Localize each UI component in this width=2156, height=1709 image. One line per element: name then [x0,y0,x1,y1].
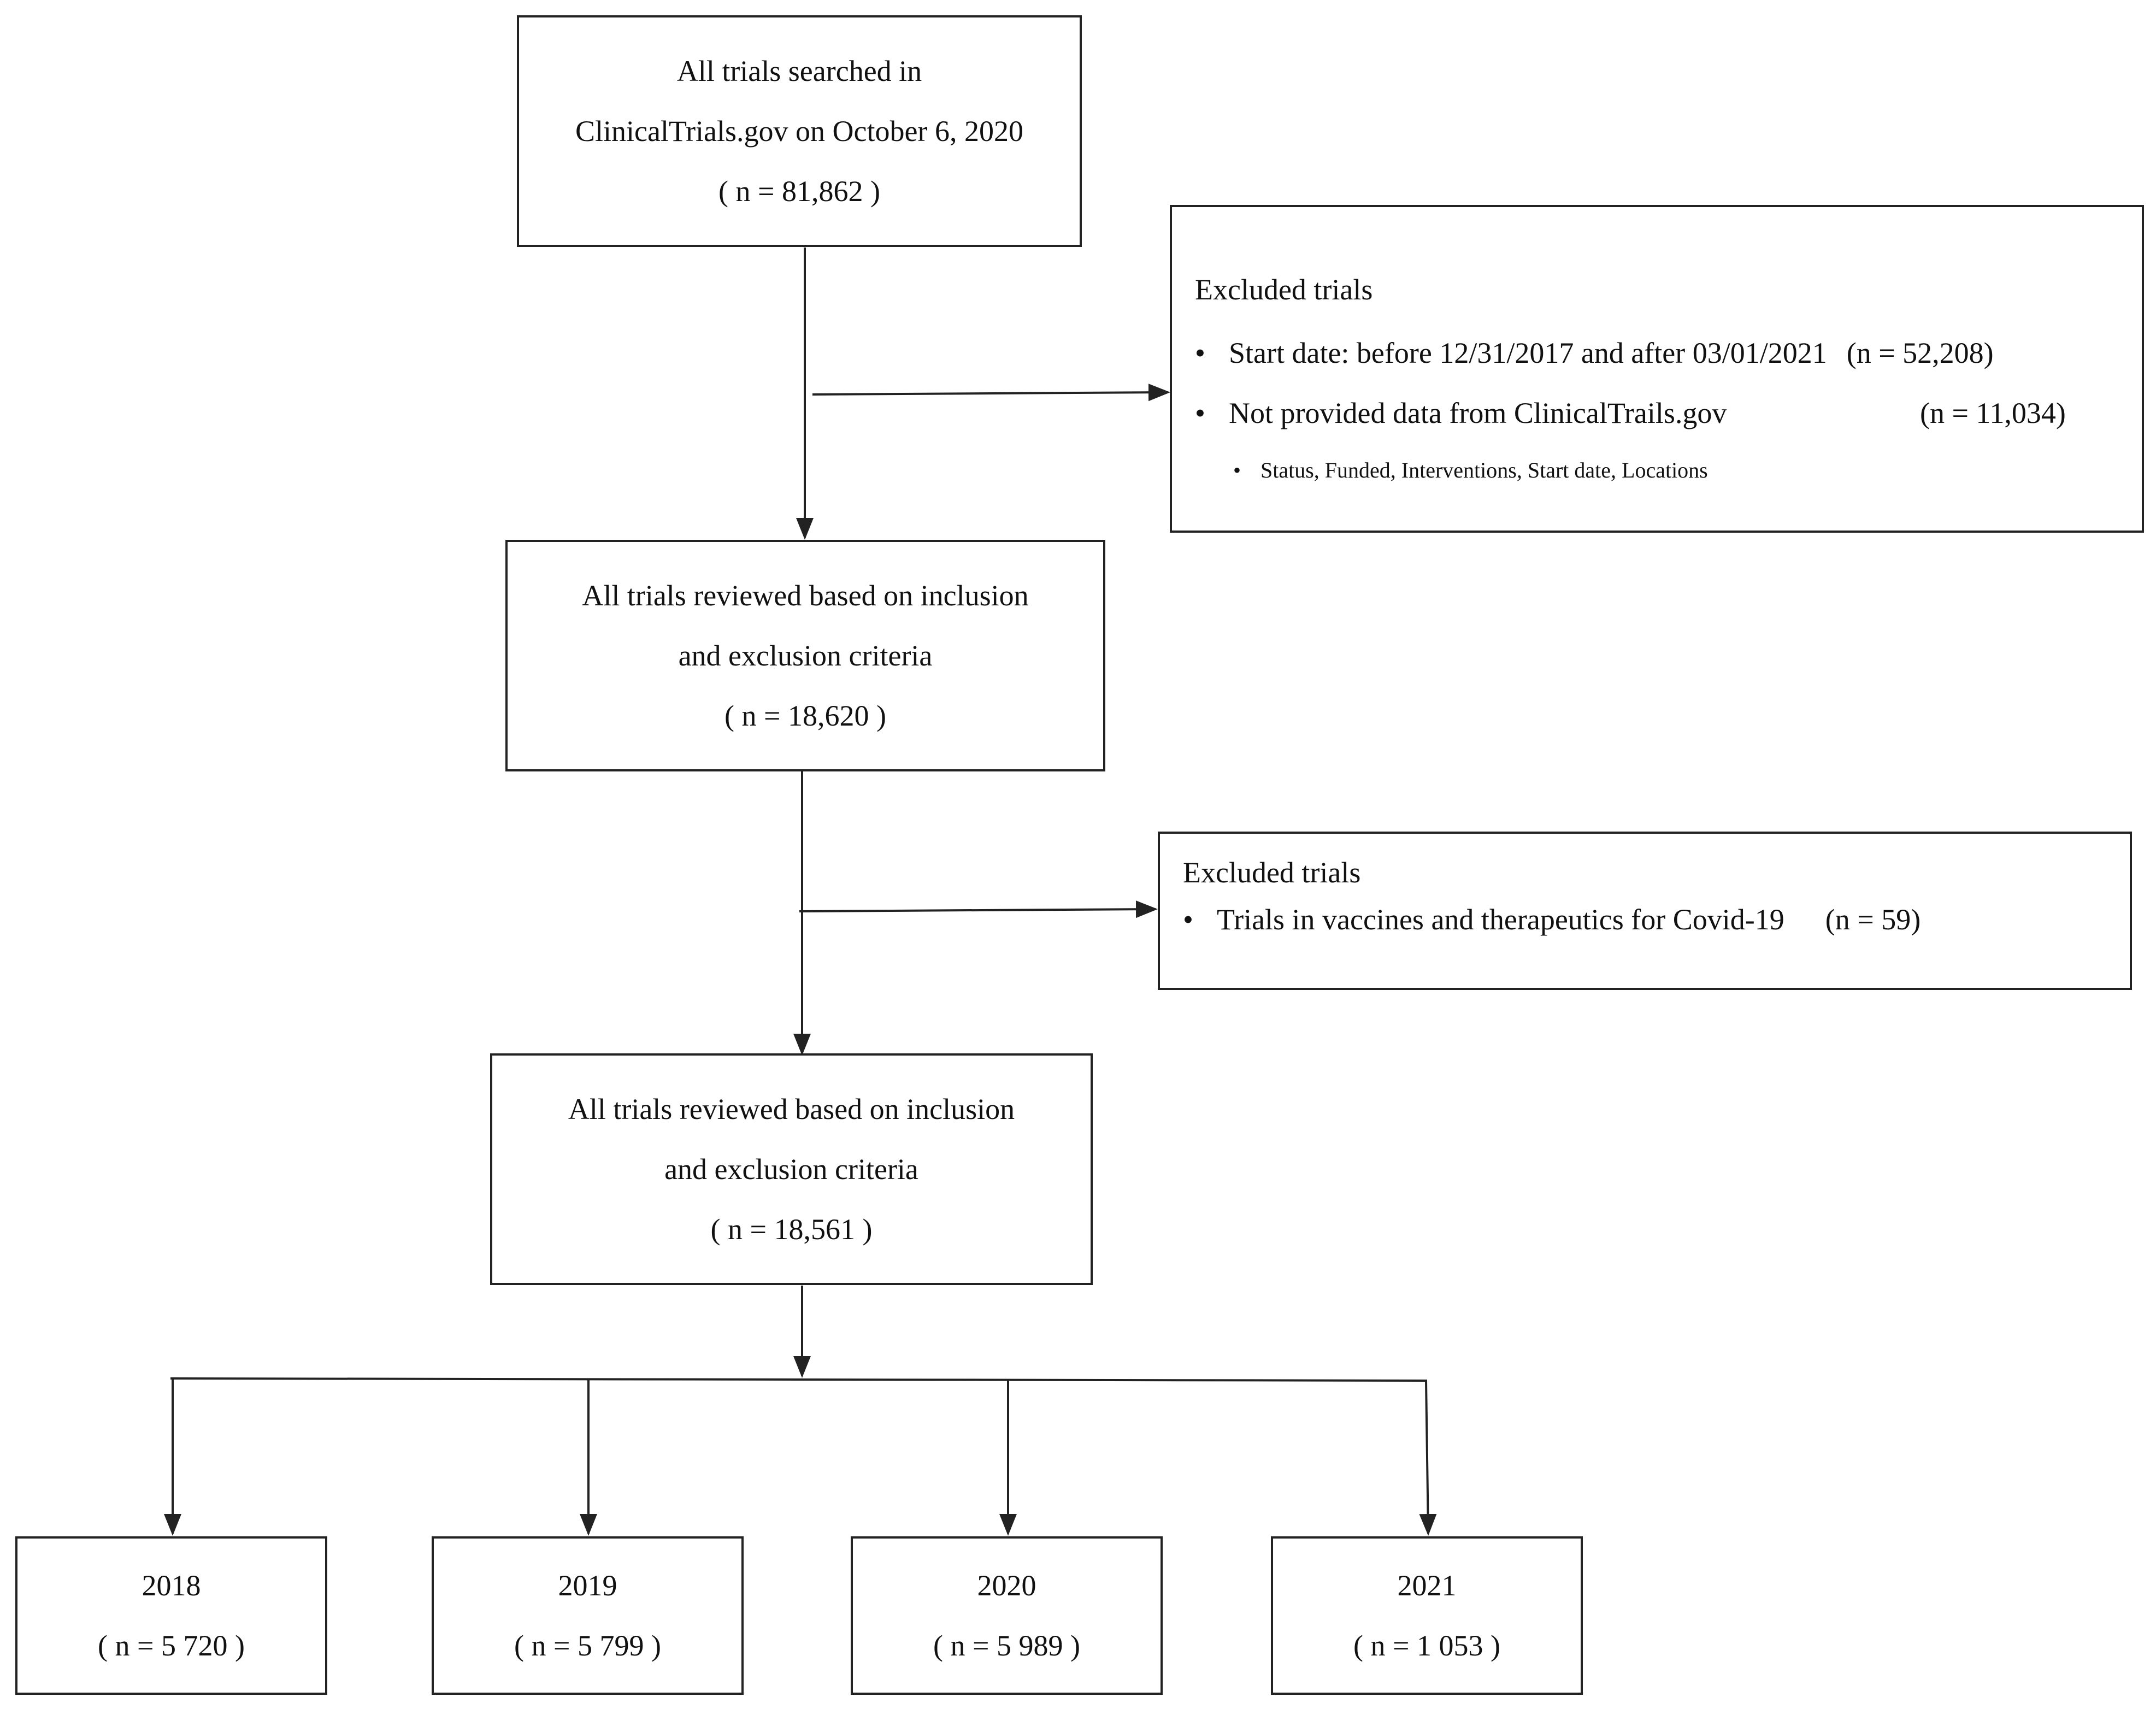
exclusion-1-sub-item-text: Status, Funded, Interventions, Start dat… [1260,458,1708,482]
year-label: 2018 [142,1569,201,1602]
search-box-line2: ClinicalTrials.gov on October 6, 2020 [575,115,1023,148]
search-box-line1: All trials searched in [676,55,922,87]
exclusion-1-item: • Start date: before 12/31/2017 and afte… [1195,323,2142,383]
exclusion-1-item-count: (n = 52,208) [1846,337,1994,369]
bullet-icon: • [1195,337,1205,369]
bullet-icon: • [1233,458,1241,482]
review-box-1: All trials reviewed based on inclusion a… [505,540,1105,771]
exclusion-1-item-text: Not provided data from ClinicalTrails.go… [1229,397,1727,429]
review-box-1-line1: All trials reviewed based on inclusion [582,579,1029,612]
exclusion-box-1: Excluded trials • Start date: before 12/… [1170,205,2144,533]
review-box-1-line2: and exclusion criteria [678,639,933,672]
exclusion-1-item-count: (n = 11,034) [1920,397,2066,429]
year-count: ( n = 5 799 ) [514,1629,661,1662]
year-label: 2019 [558,1569,617,1602]
year-box-2021: 2021 ( n = 1 053 ) [1271,1536,1583,1695]
year-box-2019: 2019 ( n = 5 799 ) [432,1536,744,1695]
year-count: ( n = 5 720 ) [98,1629,245,1662]
exclusion-2-item: • Trials in vaccines and therapeutics fo… [1183,889,2130,950]
year-count: ( n = 1 053 ) [1353,1629,1500,1662]
exclusion-2-title: Excluded trials [1183,856,1361,889]
review-box-2-line2: and exclusion criteria [664,1153,918,1186]
year-count: ( n = 5 989 ) [933,1629,1080,1662]
exclusion-2-item-count: (n = 59) [1825,903,1921,936]
exclusion-1-item: • Not provided data from ClinicalTrails.… [1195,383,2142,443]
bullet-icon: • [1183,903,1193,936]
year-box-2018: 2018 ( n = 5 720 ) [15,1536,327,1695]
review-box-2: All trials reviewed based on inclusion a… [490,1053,1093,1285]
review-box-2-count: ( n = 18,561 ) [710,1213,873,1246]
year-label: 2020 [977,1569,1036,1602]
exclusion-1-item-text: Start date: before 12/31/2017 and after … [1229,337,1827,369]
search-box: All trials searched in ClinicalTrials.go… [517,15,1082,247]
exclusion-2-item-text: Trials in vaccines and therapeutics for … [1217,903,1784,936]
arrow-to-exclusion-2 [799,900,1158,918]
arrow-to-2021 [1419,1380,1437,1536]
review-box-1-count: ( n = 18,620 ) [724,699,886,732]
exclusion-1-title: Excluded trials [1195,273,1373,306]
year-box-2020: 2020 ( n = 5 989 ) [851,1536,1163,1695]
search-box-count: ( n = 81,862 ) [718,175,880,208]
year-label: 2021 [1397,1569,1457,1602]
review-box-2-line1: All trials reviewed based on inclusion [568,1093,1015,1125]
bullet-icon: • [1195,397,1205,429]
exclusion-box-2: Excluded trials • Trials in vaccines and… [1158,832,2132,990]
split-horizontal-line [170,1377,1428,1382]
arrow-to-exclusion-1 [812,384,1170,402]
exclusion-1-sub-item: • Status, Funded, Interventions, Start d… [1195,443,2142,498]
